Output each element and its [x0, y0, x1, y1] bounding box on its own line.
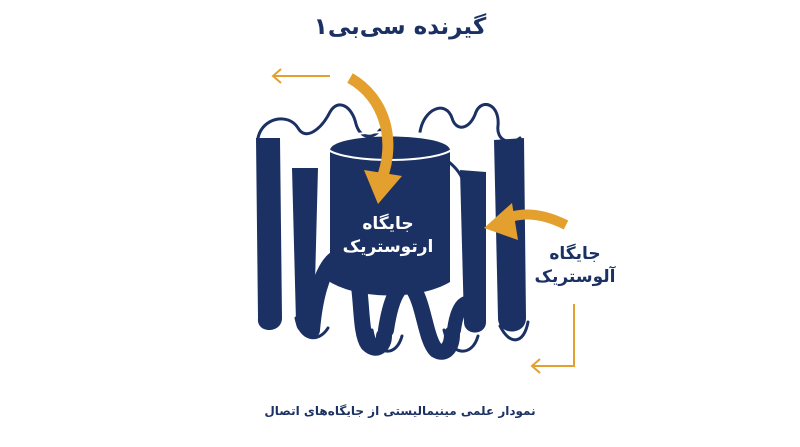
helix-wave-3	[447, 296, 483, 337]
central-barrel	[330, 136, 450, 296]
intracellular-loop-outline	[294, 316, 530, 353]
page-title: گیرنده سی‌بی۱	[313, 14, 487, 40]
helix-right-inner	[460, 170, 486, 333]
arrow-orthosteric-binding	[347, 73, 402, 204]
diagram-caption: نمودار علمی مینیمالیستی از جایگاه‌های ات…	[264, 404, 536, 418]
orthosteric-site-label: جایگاه ارتوستریک	[342, 214, 434, 257]
helix-wave-1	[304, 248, 392, 356]
arrow-thin-bottom	[530, 304, 575, 374]
arrow-thin-top	[271, 68, 330, 84]
helix-left-outer	[256, 138, 282, 330]
arrow-allosteric-binding	[484, 203, 569, 240]
helix-wave-2	[378, 276, 460, 360]
allosteric-site-label: جایگاه آلوستریک	[534, 244, 616, 287]
